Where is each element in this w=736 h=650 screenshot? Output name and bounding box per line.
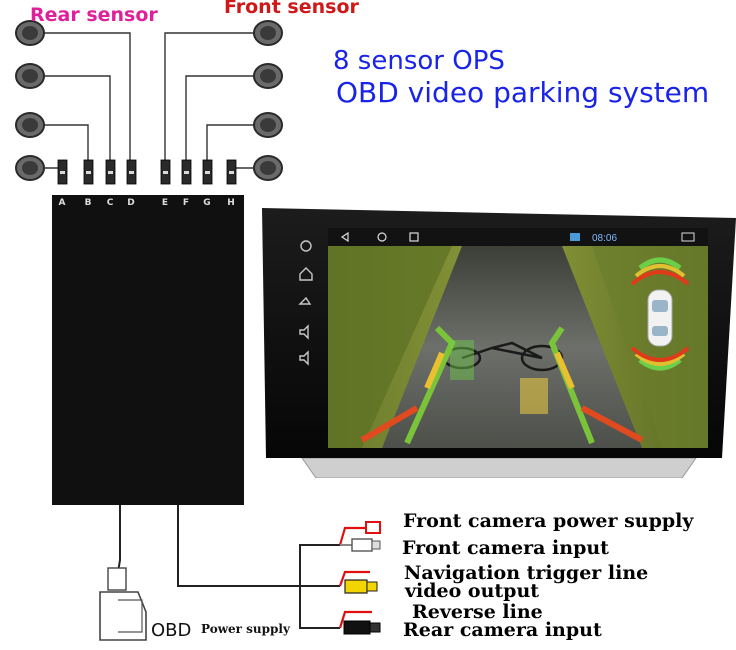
radar-overlay — [630, 257, 690, 371]
reverse-line-label: Reverse line — [412, 601, 543, 623]
rear-camera-connector — [338, 610, 381, 635]
front-sensor-label: Front sensor — [224, 0, 359, 18]
rear-sensor-label: Rear sensor — [30, 4, 158, 26]
front-camera-power-connector — [338, 521, 381, 546]
port-label-f: F — [182, 198, 190, 208]
obd-label: OBD — [151, 620, 192, 641]
video-output-label: video output — [405, 580, 540, 602]
front-camera-power-label: Front camera power supply — [403, 510, 694, 532]
status-time: 08:06 — [592, 233, 617, 244]
rear-camera-input-label: Rear camera input — [403, 619, 602, 641]
android-nav-icons — [340, 231, 419, 243]
port-label-c: C — [106, 198, 114, 208]
obd-plug — [99, 567, 147, 641]
rear-sensors — [15, 20, 45, 181]
port-label-e: E — [161, 198, 169, 208]
rear-sensor-wires — [44, 32, 131, 169]
parking-guidelines — [360, 325, 644, 445]
front-camera-input-label: Front camera input — [402, 537, 609, 559]
port-label-d: D — [127, 198, 135, 208]
port-connectors — [57, 159, 237, 185]
front-sensor-wires — [164, 32, 256, 169]
port-label-g: G — [203, 198, 211, 208]
head-unit-display: 08:06 — [262, 208, 736, 478]
port-label-a: A — [58, 198, 66, 208]
power-supply-label: Power supply — [201, 622, 290, 636]
navigation-trigger-label: Navigation trigger line — [404, 562, 649, 584]
title-line-1: 8 sensor OPS — [333, 46, 505, 76]
port-label-h: H — [227, 198, 235, 208]
front-camera-input-connector — [340, 538, 381, 552]
control-module — [52, 195, 244, 505]
title-line-2: OBD video parking system — [336, 76, 710, 109]
video-output-connector — [338, 570, 378, 594]
front-sensors — [253, 20, 283, 181]
side-buttons — [298, 240, 313, 366]
port-label-b: B — [84, 198, 92, 208]
